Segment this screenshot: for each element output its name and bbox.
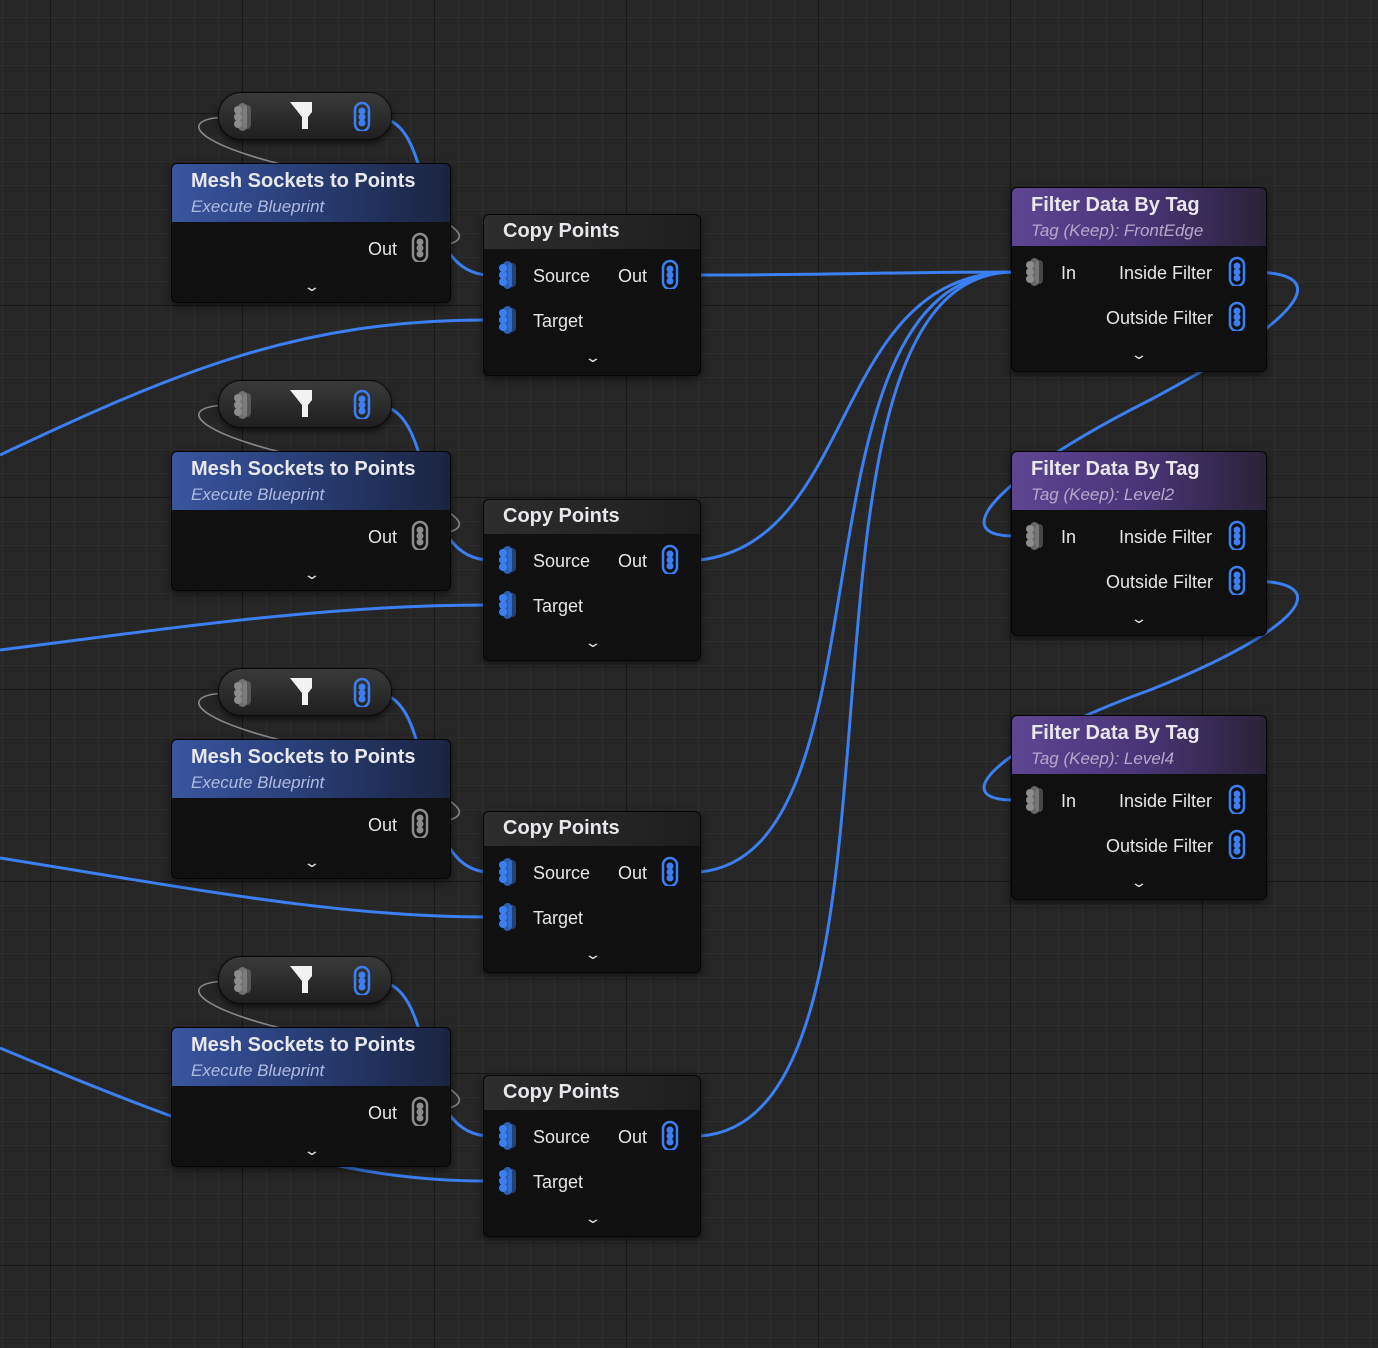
node-subtitle: Execute Blueprint (191, 485, 325, 504)
source-pin-label: Source (533, 1127, 591, 1147)
filter-data-by-tag-node-2[interactable]: Filter Data By Tag Tag (Keep): Level2 In… (1011, 451, 1267, 636)
out-pin-label: Out (368, 1103, 398, 1123)
filter-pill-2[interactable] (218, 380, 392, 428)
node-title: Copy Points (503, 505, 620, 527)
expand-chevron-icon[interactable]: ⌄ (303, 278, 321, 294)
target-pin-label: Target (533, 908, 584, 928)
expand-chevron-icon[interactable]: ⌄ (584, 634, 602, 650)
outside-filter-pin-label: Outside Filter (1106, 572, 1214, 592)
out-pin-label: Out (368, 527, 398, 547)
node-subtitle: Tag (Keep): Level4 (1031, 749, 1175, 768)
node-subtitle: Execute Blueprint (191, 773, 325, 792)
source-pin-label: Source (533, 266, 591, 286)
outside-filter-pin-label: Outside Filter (1106, 836, 1214, 856)
target-pin-label: Target (533, 311, 584, 331)
wire-copy1-out-filter1-in (699, 270, 1015, 277)
node-subtitle: Execute Blueprint (191, 197, 325, 216)
in-pin-label: In (1061, 791, 1077, 811)
node-title: Mesh Sockets to Points (191, 170, 416, 192)
node-header: Mesh Sockets to Points Execute Blueprint (172, 452, 450, 510)
expand-chevron-icon[interactable]: ⌄ (1130, 610, 1148, 626)
outside-filter-pin-label: Outside Filter (1106, 308, 1214, 328)
expand-chevron-icon[interactable]: ⌄ (1130, 346, 1148, 362)
node-header: Copy Points (484, 215, 700, 249)
target-pin-label: Target (533, 596, 584, 616)
out-pin-label: Out (368, 815, 398, 835)
filter-data-by-tag-node-1[interactable]: Filter Data By Tag Tag (Keep): FrontEdge… (1011, 187, 1267, 372)
copy-points-node-1[interactable]: Copy Points Source Out Target ⌄ (483, 214, 701, 376)
copy-points-node-2[interactable]: Copy Points Source Out Target ⌄ (483, 499, 701, 661)
mesh-sockets-node-1[interactable]: Mesh Sockets to Points Execute Blueprint… (171, 163, 451, 303)
expand-chevron-icon[interactable]: ⌄ (1130, 874, 1148, 890)
expand-chevron-icon[interactable]: ⌄ (584, 349, 602, 365)
out-pin-label: Out (618, 551, 648, 571)
out-pin-label: Out (368, 239, 398, 259)
out-pin-label: Out (618, 1127, 648, 1147)
out-pin-label: Out (618, 266, 648, 286)
node-header: Filter Data By Tag Tag (Keep): Level2 (1012, 452, 1266, 510)
node-header: Mesh Sockets to Points Execute Blueprint (172, 1028, 450, 1086)
node-subtitle: Execute Blueprint (191, 1061, 325, 1080)
node-title: Mesh Sockets to Points (191, 1034, 416, 1056)
target-pin-label: Target (533, 1172, 584, 1192)
node-header: Filter Data By Tag Tag (Keep): FrontEdge (1012, 188, 1266, 246)
node-header: Mesh Sockets to Points Execute Blueprint (172, 740, 450, 798)
inside-filter-pin-label: Inside Filter (1119, 791, 1213, 811)
node-title: Copy Points (503, 817, 620, 839)
wire-external-target-2 (0, 603, 488, 652)
wire-copy4-out-filter1-in (699, 270, 1015, 1138)
node-title: Filter Data By Tag (1031, 722, 1200, 744)
in-pin-label: In (1061, 263, 1077, 283)
node-title: Filter Data By Tag (1031, 194, 1200, 216)
filter-data-by-tag-node-3[interactable]: Filter Data By Tag Tag (Keep): Level4 In… (1011, 715, 1267, 900)
filter-pill-4[interactable] (218, 956, 392, 1004)
in-pin-label: In (1061, 527, 1077, 547)
filter-pill-3[interactable] (218, 668, 392, 716)
node-header: Copy Points (484, 812, 700, 846)
node-title: Mesh Sockets to Points (191, 746, 416, 768)
mesh-sockets-node-2[interactable]: Mesh Sockets to Points Execute Blueprint… (171, 451, 451, 591)
source-pin-label: Source (533, 551, 591, 571)
filter-pill-1[interactable] (218, 92, 392, 140)
node-header: Copy Points (484, 1076, 700, 1110)
node-header: Mesh Sockets to Points Execute Blueprint (172, 164, 450, 222)
wire-copy2-out-filter1-in (699, 270, 1015, 562)
inside-filter-pin-label: Inside Filter (1119, 263, 1213, 283)
inside-filter-pin-label: Inside Filter (1119, 527, 1213, 547)
mesh-sockets-node-4[interactable]: Mesh Sockets to Points Execute Blueprint… (171, 1027, 451, 1167)
node-title: Copy Points (503, 220, 620, 242)
copy-points-node-4[interactable]: Copy Points Source Out Target ⌄ (483, 1075, 701, 1237)
expand-chevron-icon[interactable]: ⌄ (584, 946, 602, 962)
wire-copy3-out-filter1-in (699, 270, 1015, 874)
expand-chevron-icon[interactable]: ⌄ (584, 1210, 602, 1226)
expand-chevron-icon[interactable]: ⌄ (303, 854, 321, 870)
node-subtitle: Tag (Keep): Level2 (1031, 485, 1175, 504)
source-pin-label: Source (533, 863, 591, 883)
node-header: Copy Points (484, 500, 700, 534)
node-subtitle: Tag (Keep): FrontEdge (1031, 221, 1204, 240)
out-pin-label: Out (618, 863, 648, 883)
expand-chevron-icon[interactable]: ⌄ (303, 1142, 321, 1158)
node-title: Copy Points (503, 1081, 620, 1103)
node-title: Filter Data By Tag (1031, 458, 1200, 480)
expand-chevron-icon[interactable]: ⌄ (303, 566, 321, 582)
node-header: Filter Data By Tag Tag (Keep): Level4 (1012, 716, 1266, 774)
mesh-sockets-node-3[interactable]: Mesh Sockets to Points Execute Blueprint… (171, 739, 451, 879)
copy-points-node-3[interactable]: Copy Points Source Out Target ⌄ (483, 811, 701, 973)
node-title: Mesh Sockets to Points (191, 458, 416, 480)
